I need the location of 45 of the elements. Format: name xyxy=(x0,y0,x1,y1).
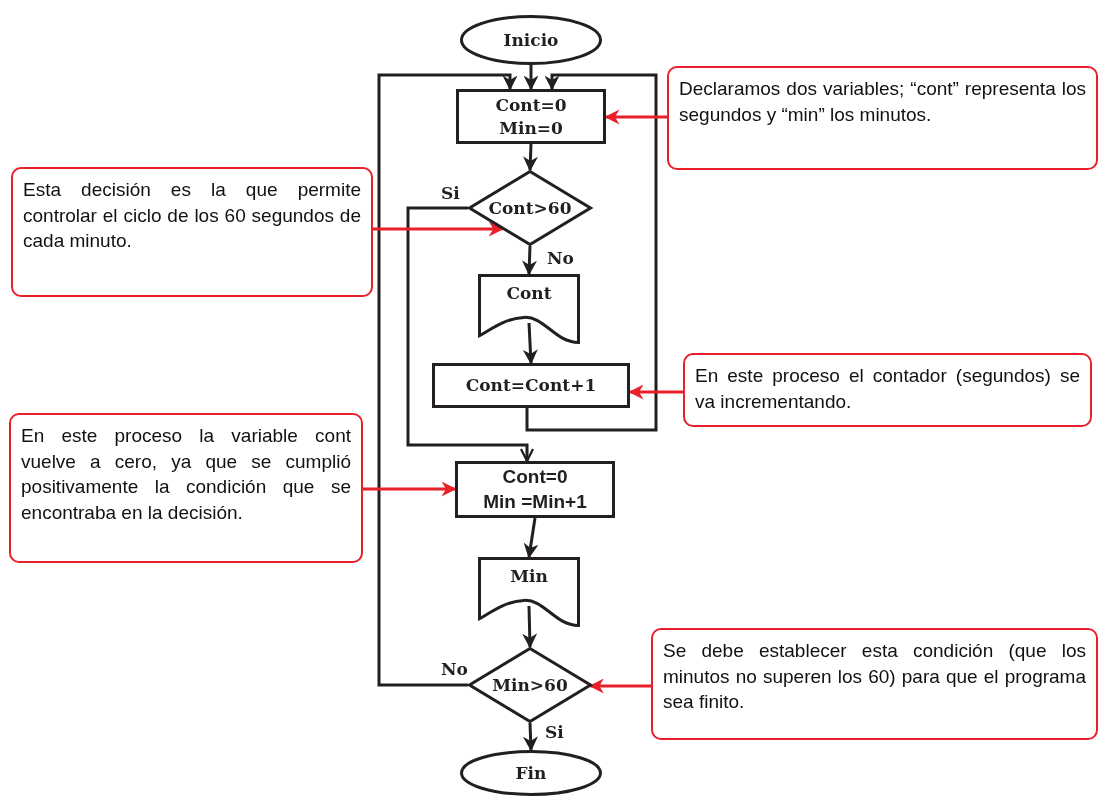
flow-arrow xyxy=(523,65,539,91)
flow-arrow xyxy=(406,206,535,463)
callout-arrow xyxy=(588,678,651,694)
callout-text: En este proceso el contador (segundos) se va incrementando. xyxy=(695,364,1080,414)
decision-diamond xyxy=(468,647,592,723)
node-text: Cont xyxy=(506,282,552,305)
callout-arrow xyxy=(604,109,667,125)
output-document xyxy=(478,274,580,344)
decision-diamond xyxy=(468,170,592,246)
node-text: Inicio xyxy=(503,28,559,52)
callout-arrow xyxy=(628,384,683,400)
process-box xyxy=(456,89,606,144)
callout-arrow xyxy=(373,221,504,237)
node-text: Cont>60 xyxy=(488,196,572,220)
node-text: Min=0 xyxy=(499,116,563,139)
process-box xyxy=(455,461,615,518)
callout-text: Declaramos dos variables; “cont” representa los segundos y “min” los minutos. xyxy=(679,77,1086,127)
node-text: Min xyxy=(510,565,548,588)
callout-arrow xyxy=(363,481,457,497)
flow-arrow xyxy=(522,245,537,276)
flow-arrow xyxy=(523,722,538,752)
flow-arrow xyxy=(522,605,538,649)
callout-text: Esta decisión es la que permite controlar el ciclo de los 60 segundos de cada minuto. xyxy=(23,178,361,254)
flow-arrow xyxy=(377,73,518,687)
process-box xyxy=(432,363,630,408)
node-text: Fin xyxy=(515,761,547,785)
callout-box xyxy=(651,628,1098,740)
start-ellipse xyxy=(460,15,602,65)
callout-box xyxy=(683,353,1092,427)
node-text: Cont=0 xyxy=(502,464,568,489)
node-text: Cont=0 xyxy=(495,94,567,117)
flow-arrow xyxy=(522,322,538,365)
flow-arrow xyxy=(525,73,658,432)
node-text: Min>60 xyxy=(492,673,568,697)
flow-arrow xyxy=(523,143,538,172)
flow-arrow xyxy=(523,517,539,559)
callout-box xyxy=(9,413,363,563)
callout-box xyxy=(667,66,1098,170)
callout-box xyxy=(11,167,373,297)
callout-text: Se debe establecer esta condición (que los minutos no superen los 60) para que el programa sea finito. xyxy=(663,639,1086,715)
node-text: Min =Min+1 xyxy=(483,489,587,514)
node-text: Cont=Cont+1 xyxy=(465,374,597,397)
end-ellipse xyxy=(460,750,602,796)
callout-text: En este proceso la variable cont vuelve a cero, ya que se cumplió positivamente la condición que se encontraba en la decisión. xyxy=(21,424,351,525)
output-document xyxy=(478,557,580,627)
